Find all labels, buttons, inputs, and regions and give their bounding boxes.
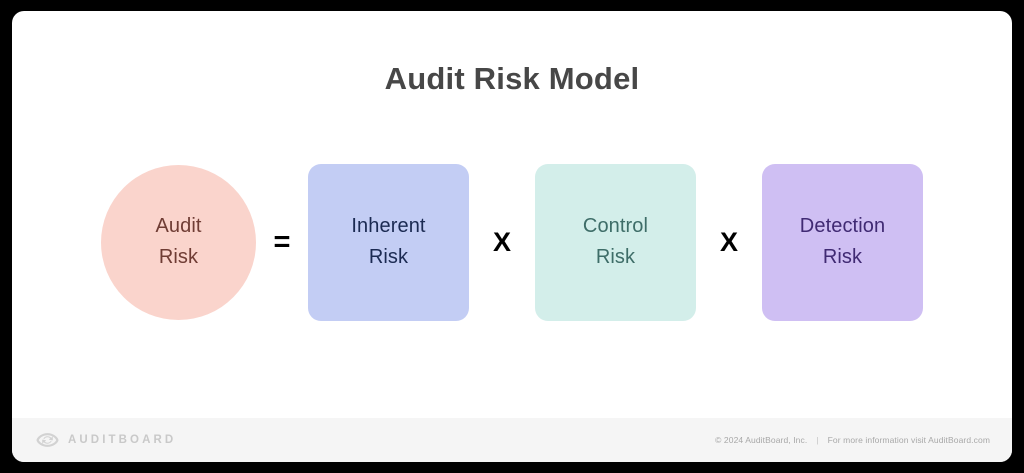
multiply-operator-1: X [492,226,511,257]
term-audit-risk-line-1: Audit [155,215,202,237]
diagram-card: Audit Risk Model Audit Risk = Inherent R… [12,11,1012,462]
footer-info-text: For more information visit AuditBoard.co… [827,435,990,445]
copyright-text: © 2024 AuditBoard, Inc. [715,435,808,445]
term-inherent-risk-line-1: Inherent [351,215,426,237]
auditboard-lens-logo-icon [36,433,59,447]
footer-bar: AUDITBOARD © 2024 AuditBoard, Inc. | For… [12,418,1012,462]
term-inherent-risk-line-2: Risk [368,246,409,268]
term-detection-risk-line-1: Detection [799,215,886,237]
page-title: Audit Risk Model [384,61,640,96]
term-detection-risk[interactable]: Detection Risk [762,163,923,321]
footer-separator: | [816,435,819,445]
footer-legal: © 2024 AuditBoard, Inc. | For more infor… [715,435,990,445]
brand-name: AUDITBOARD [68,434,177,446]
term-detection-risk-line-2: Risk [822,246,863,268]
audit-risk-equation: Audit Risk = Inherent Risk X Control Ris… [12,157,1012,327]
term-control-risk[interactable]: Control Risk [535,163,696,321]
term-control-risk-line-2: Risk [595,246,636,268]
brand-lockup: AUDITBOARD [36,432,176,448]
term-audit-risk-line-2: Risk [158,246,199,268]
equals-operator: = [273,225,291,258]
multiply-operator-2: X [719,226,738,257]
term-inherent-risk[interactable]: Inherent Risk [308,163,469,321]
term-control-risk-line-1: Control [582,215,649,237]
term-audit-risk[interactable]: Audit Risk [101,164,256,320]
